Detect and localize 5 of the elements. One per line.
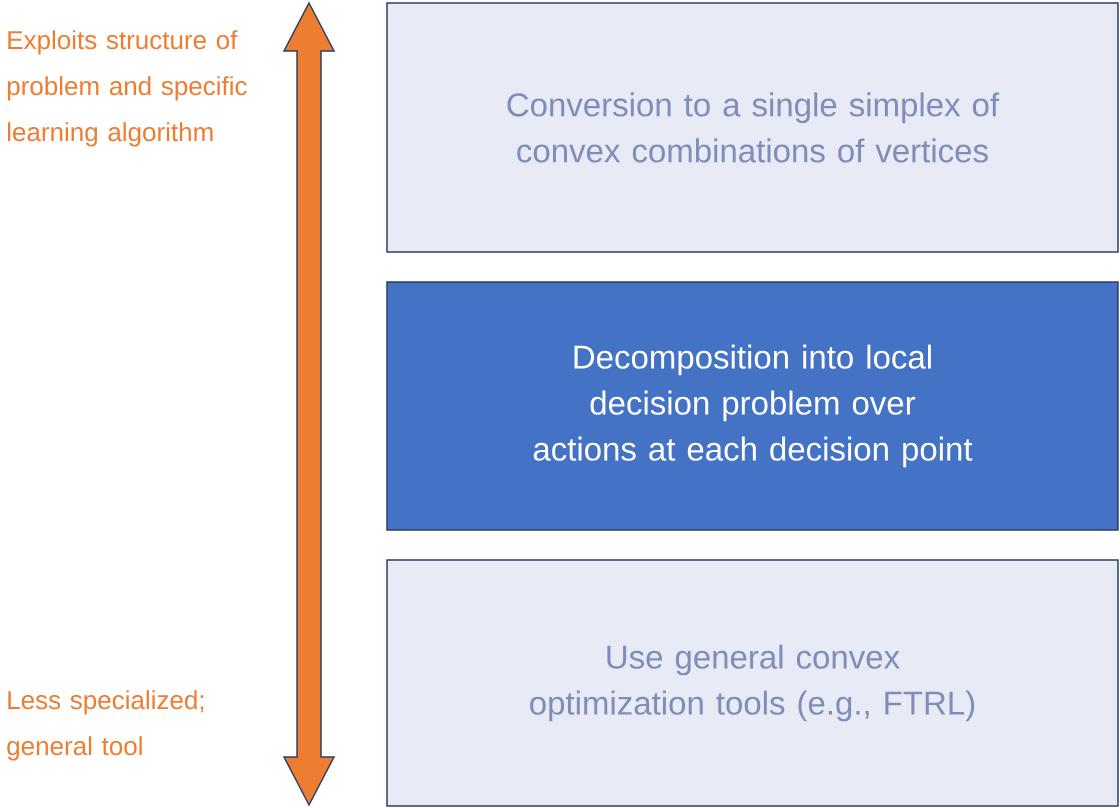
process-box: Decomposition into local decision problem over actions at each decision point bbox=[386, 281, 1119, 531]
side-label: Less specialized; general tool bbox=[7, 690, 204, 761]
process-box: Use general convex optimization tools (e.g., FTRL) bbox=[386, 559, 1119, 807]
process-box: Conversion to a single simplex of convex combinations of vertices bbox=[386, 2, 1119, 253]
side-label: Exploits structure of problem and specific learning algorithm bbox=[7, 30, 247, 147]
